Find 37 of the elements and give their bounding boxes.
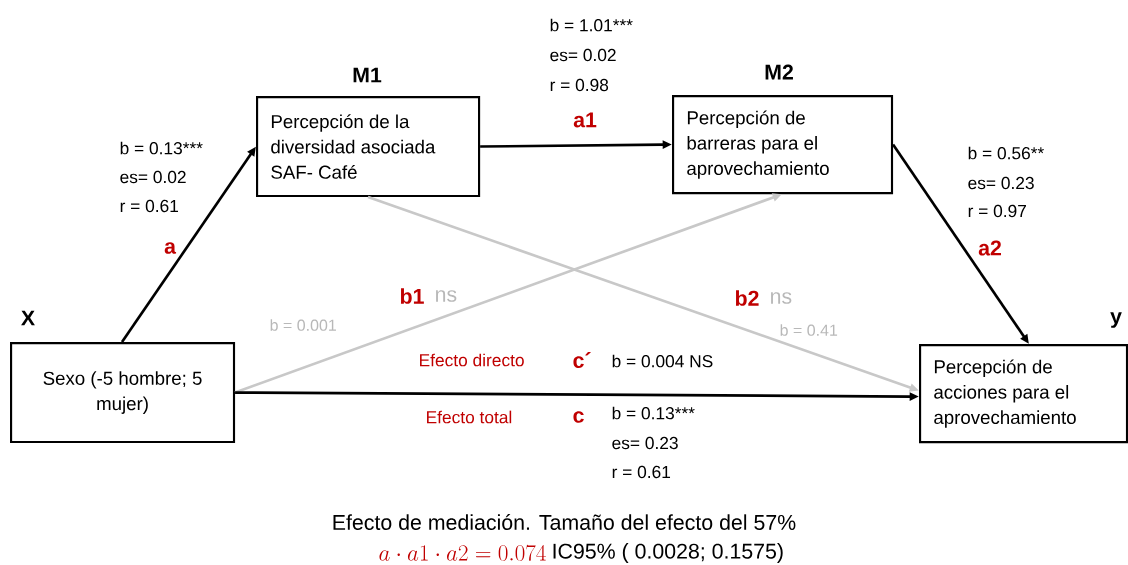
path-symbol: c [573,411,584,423]
edge-label: a [164,242,177,254]
statistic-text: r = 0.61 [612,465,670,479]
edge-label: b1 [400,288,424,304]
statistic-text: IC95% ( 0.0028; 0.1575) [553,543,783,563]
edge-label: a1 [573,112,597,128]
statistic-text: r = 0.61 [120,199,178,213]
statistic-text: ns [771,292,792,304]
statistic-text: b = 0.13*** [612,406,695,420]
statistic-text: Efecto total [427,410,512,424]
statistic-text: es= 0.23 [968,176,1034,190]
statistic-text: b = 0.001 [270,319,336,331]
node-heading: y [1110,312,1122,328]
node-heading: M1 [353,67,382,83]
node-heading: M2 [765,64,793,80]
formula: $a \cdot a1 \cdot a2 = 0.074$ [379,544,546,561]
node-heading: X [21,310,35,326]
statistic-text: b = 1.01*** [550,18,633,32]
statistic-text: ns [436,290,457,302]
caption: Efecto de mediación. Tamaño del efecto del 57% [333,514,796,530]
process-box: Sexo (-5 hombre; 5 mujer) [10,342,236,444]
statistic-text: r = 0.97 [968,204,1026,218]
statistic-text: es= 0.02 [550,48,616,62]
statistic-text: b = 0.56** [968,146,1044,160]
edge-label: a2 [978,240,1001,256]
statistic-text: Efecto directo [420,353,524,367]
statistic-text: es= 0.23 [612,436,678,450]
statistic-text: es= 0.02 [120,170,186,184]
path-symbol: c´ [573,352,591,368]
statistic-text: b = 0.004 NS [612,354,713,368]
statistic-text: r = 0.98 [550,78,609,92]
process-box: Percepción de la diversidad asociada SAF- Café [256,96,481,198]
statistic-text: b = 0.13*** [120,141,203,155]
statistic-text: b = 0.41 [780,324,838,336]
process-box: Percepción de acciones para el aprovechamiento [919,344,1128,444]
process-box: Percepción de barreras para el aprovechamiento [672,95,894,195]
edge-label: b2 [735,290,759,306]
